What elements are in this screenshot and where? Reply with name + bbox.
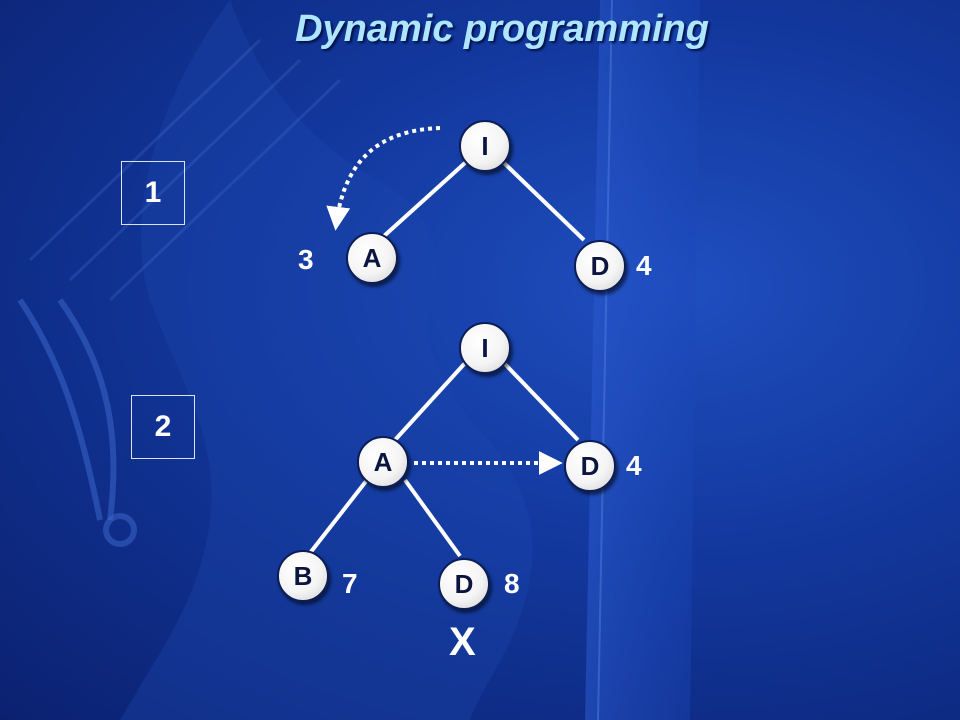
edge-root-left-2	[393, 360, 468, 442]
step-box-2: 2	[131, 395, 195, 459]
pruned-x-mark: X	[449, 620, 476, 664]
node-d-3: D	[438, 558, 490, 610]
node-d-1: D	[574, 240, 626, 292]
edge-a-b	[308, 478, 369, 555]
edge-a-d	[403, 478, 462, 558]
edge-root-right-1	[501, 160, 586, 242]
dotted-arrow-1	[326, 126, 441, 231]
cost-a-1: 3	[298, 244, 314, 275]
caliper-decoration	[17, 298, 137, 547]
edge-root-left-1	[382, 160, 468, 238]
node-i-2: I	[459, 322, 511, 374]
node-b-2: B	[277, 550, 329, 602]
cost-b-2: 7	[342, 568, 358, 599]
slide-title: Dynamic programming	[295, 8, 709, 50]
node-d-2: D	[564, 440, 616, 492]
step-box-1: 1	[121, 161, 185, 225]
formula-decoration	[28, 38, 342, 302]
node-a-2: A	[357, 436, 409, 488]
node-i-1: I	[459, 120, 511, 172]
face-silhouette	[120, 0, 533, 720]
edge-root-right-2	[501, 360, 580, 442]
ruler-decoration	[585, 0, 700, 720]
cost-d-1: 4	[636, 250, 652, 281]
cost-d-2: 4	[626, 450, 642, 481]
cost-d-3: 8	[504, 568, 520, 599]
node-a-1: A	[346, 232, 398, 284]
